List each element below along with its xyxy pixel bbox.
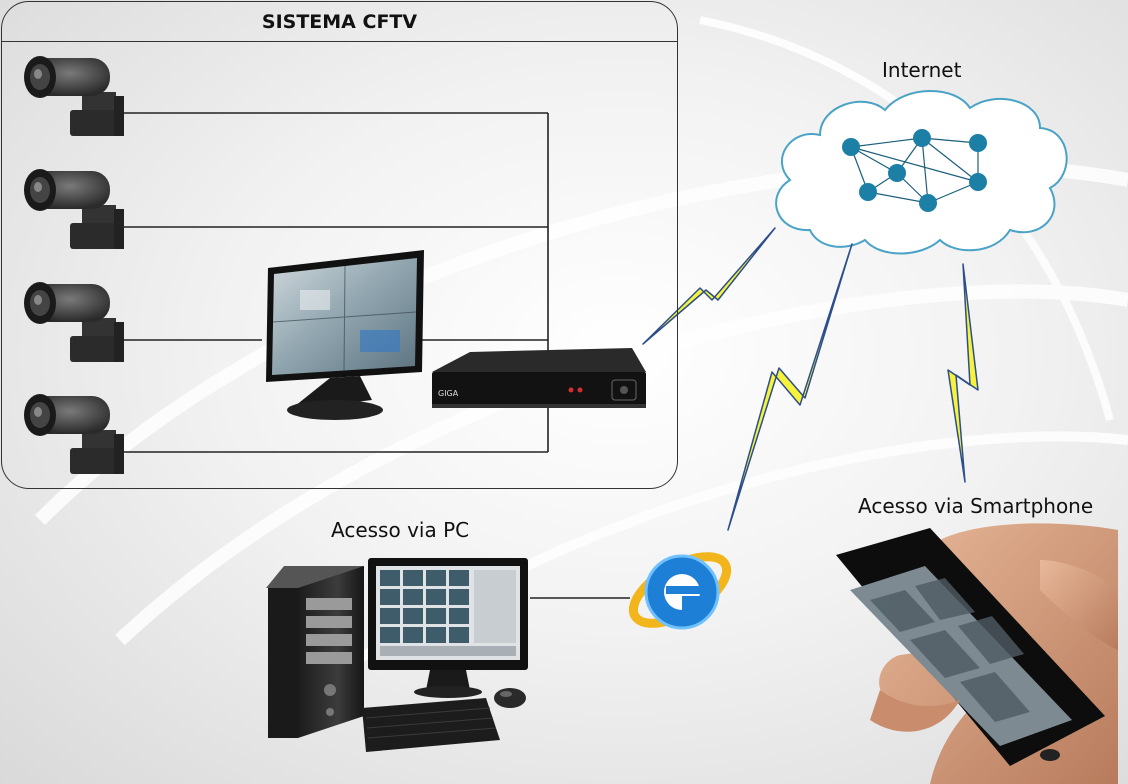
camera-1	[24, 56, 124, 136]
browser-icon	[628, 552, 732, 630]
smartphone-hand	[836, 523, 1118, 784]
camera-3	[24, 282, 124, 362]
pc-monitor	[368, 558, 528, 698]
internet-cloud	[775, 90, 1068, 255]
dvr: GIGA	[432, 348, 646, 408]
internet-label: Internet	[882, 58, 962, 82]
wiring	[118, 112, 630, 599]
mouse	[494, 688, 526, 708]
lightning-pc-internet	[727, 243, 853, 531]
monitor	[266, 250, 424, 420]
lightning-dvr-internet	[642, 227, 776, 345]
dvr-brand: GIGA	[438, 389, 459, 398]
lightning-smartphone-internet	[947, 263, 979, 483]
pc-tower	[266, 566, 364, 738]
cftv-system-box: SISTEMA CFTV	[1, 1, 678, 489]
pc-access-label: Acesso via PC	[331, 518, 470, 542]
system-title: SISTEMA CFTV	[2, 2, 677, 42]
smartphone-access-label: Acesso via Smartphone	[858, 494, 1094, 518]
keyboard	[362, 698, 500, 752]
camera-4	[24, 394, 124, 474]
camera-2	[24, 169, 124, 249]
